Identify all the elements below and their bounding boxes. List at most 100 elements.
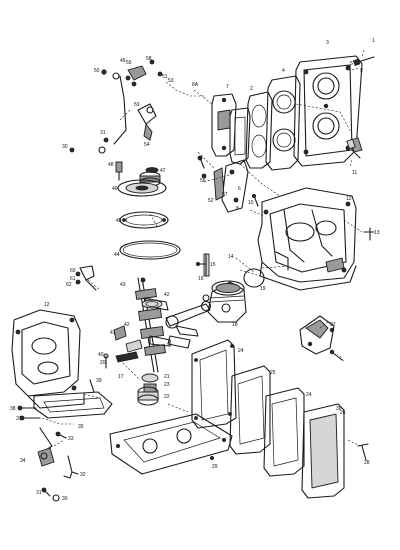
cylinder-block	[257, 187, 357, 291]
bearing-rollers	[103, 353, 109, 369]
drain-screw	[363, 227, 375, 241]
callout-38: 38	[10, 406, 16, 412]
callout-14: 14	[228, 254, 234, 260]
callout-8: 8	[236, 206, 239, 212]
callout-6: 6	[238, 186, 241, 192]
exhaust-cover-plate	[263, 387, 305, 477]
leader-lines	[41, 49, 365, 447]
head-gasket-thin	[245, 91, 273, 169]
callout-21: 21	[164, 374, 170, 380]
main-bearing-lower	[115, 339, 143, 363]
small-screw-pair	[69, 137, 109, 154]
stud-screws	[197, 155, 207, 179]
callout-31-lower: 31	[36, 490, 42, 496]
callout-39: 39	[96, 378, 102, 384]
bolt-15	[195, 261, 207, 266]
piston-ring	[243, 268, 265, 288]
temperature-switch	[346, 137, 363, 159]
callout-60: 60	[70, 268, 76, 274]
callout-12: 12	[346, 196, 352, 202]
bracket-plate	[213, 159, 249, 213]
top-screws	[101, 59, 163, 77]
callout-7: 7	[226, 84, 229, 90]
callout-44: 44	[114, 252, 120, 258]
elbow-screw	[329, 349, 343, 361]
linkage-lever	[37, 427, 55, 467]
bypass-cover	[211, 93, 237, 157]
callout-26: 26	[340, 410, 346, 416]
callout-58: 58	[146, 56, 152, 62]
head-bolt-part-1	[352, 56, 375, 66]
callout-10: 10	[248, 200, 254, 206]
callout-28: 28	[364, 460, 370, 466]
dowel-pin	[89, 379, 95, 393]
callout-46: 46	[112, 186, 118, 192]
callout-11: 11	[352, 170, 357, 176]
upper-bearing-housing	[117, 179, 167, 197]
callout-52: 52	[208, 198, 214, 204]
callout-labels: 1 2 3 4 5 6 7 8 8A 9 10 11 12 12 13 14 1…	[10, 38, 380, 502]
callout-48: 48	[108, 162, 114, 168]
cylinder-head-gasket	[265, 75, 301, 171]
powerhead-base-gasket	[109, 413, 233, 475]
callout-41: 41	[110, 330, 116, 336]
callout-34: 34	[20, 458, 26, 464]
connecting-rod	[165, 300, 212, 337]
callout-20: 20	[100, 360, 106, 366]
left-side-bracket	[75, 265, 97, 291]
spring-clip	[63, 455, 79, 479]
piston-pin	[203, 253, 210, 277]
callout-40: 40	[98, 352, 104, 358]
callout-5: 5	[350, 61, 353, 67]
callout-62: 62	[66, 282, 72, 288]
callout-32: 32	[80, 472, 86, 478]
callout-37: 37	[16, 416, 22, 422]
callout-55: 55	[126, 60, 132, 66]
fuel-fitting	[137, 103, 157, 141]
stator-gasket	[119, 211, 169, 229]
callout-42: 42	[164, 292, 170, 298]
seal-housing-bottom	[137, 386, 159, 406]
callout-43: 43	[120, 282, 126, 288]
callout-13: 13	[374, 230, 380, 236]
callout-16: 16	[198, 276, 204, 282]
callout-4: 4	[282, 68, 285, 74]
flywheel-key-nut	[115, 161, 123, 181]
callout-47: 47	[160, 168, 166, 174]
callout-56: 56	[200, 178, 206, 184]
callout-25: 25	[270, 370, 276, 376]
dowel-small	[251, 193, 259, 207]
callout-29: 29	[212, 464, 218, 470]
callout-18: 18	[232, 322, 238, 328]
crankshaft-bearing-top	[141, 299, 163, 309]
bearing-half	[113, 325, 127, 341]
callout-36: 36	[336, 406, 342, 412]
callout-3: 3	[326, 40, 329, 46]
pin-retainer	[202, 294, 210, 302]
callout-57: 57	[222, 192, 228, 198]
callout-51: 51	[162, 74, 168, 80]
callout-24-lower: 24	[306, 392, 312, 398]
callout-8a: 8A	[192, 82, 199, 88]
callout-35: 35	[78, 424, 84, 430]
callout-23: 23	[164, 382, 170, 388]
callout-15: 15	[210, 262, 216, 268]
exhaust-elbow	[299, 315, 335, 355]
callout-1: 1	[372, 38, 375, 44]
callout-17: 17	[118, 374, 124, 380]
callout-33: 33	[68, 436, 74, 442]
exhaust-cover-inner	[191, 339, 237, 429]
cylinder-head-cover	[293, 55, 363, 167]
linkage-clip	[55, 431, 67, 439]
callout-22: 22	[164, 394, 170, 400]
callout-30-lower: 30	[62, 496, 68, 502]
callout-12-lower: 12	[44, 302, 50, 308]
crankshaft	[135, 277, 171, 373]
callout-31: 31	[100, 130, 106, 136]
callout-30: 30	[62, 144, 68, 150]
callout-2: 2	[250, 86, 253, 92]
nut-47	[145, 167, 159, 173]
callout-49: 49	[120, 58, 126, 64]
left-bolts	[17, 405, 41, 421]
